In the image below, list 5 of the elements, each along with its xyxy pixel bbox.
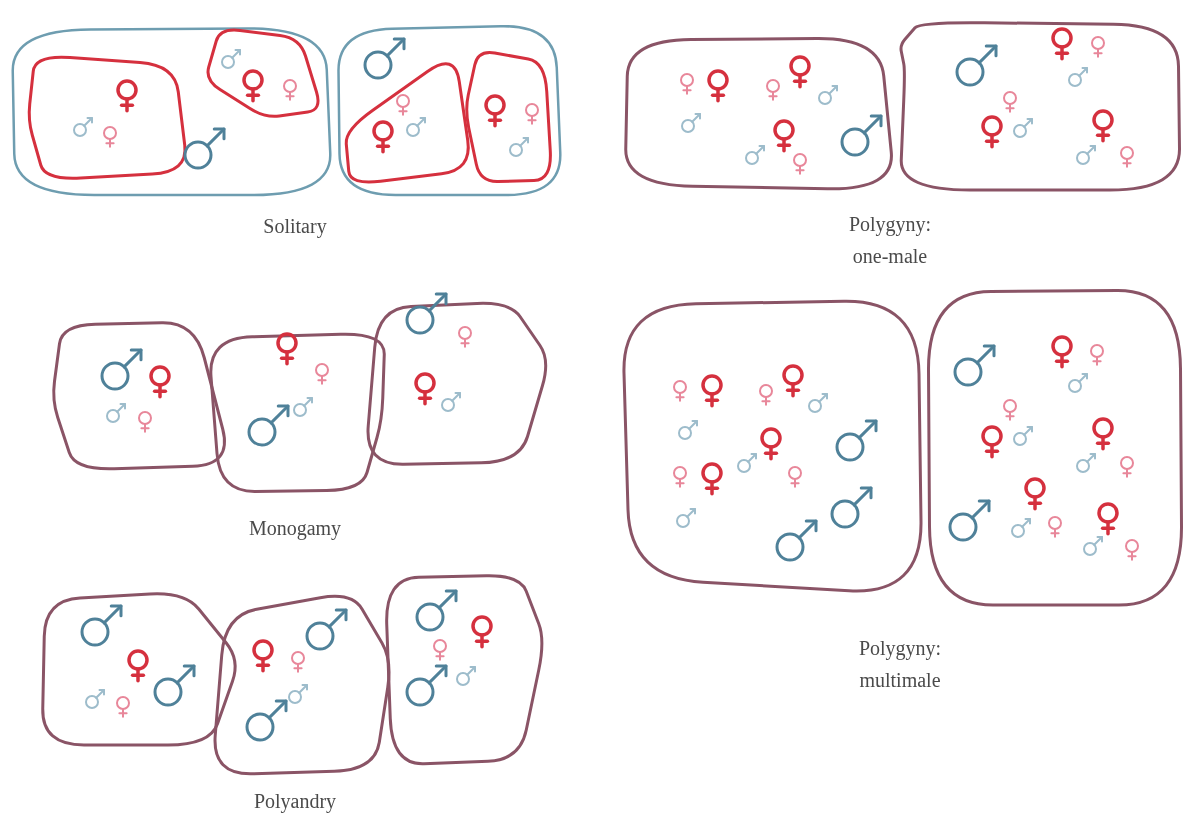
- caption-text: Polygyny: one-male: [847, 212, 933, 269]
- caption-text: Polygyny: multimale: [857, 636, 943, 693]
- caption-text: Monogamy: [248, 516, 342, 542]
- caption-text: Solitary: [263, 214, 327, 240]
- caption-text: Polyandry: [253, 789, 337, 815]
